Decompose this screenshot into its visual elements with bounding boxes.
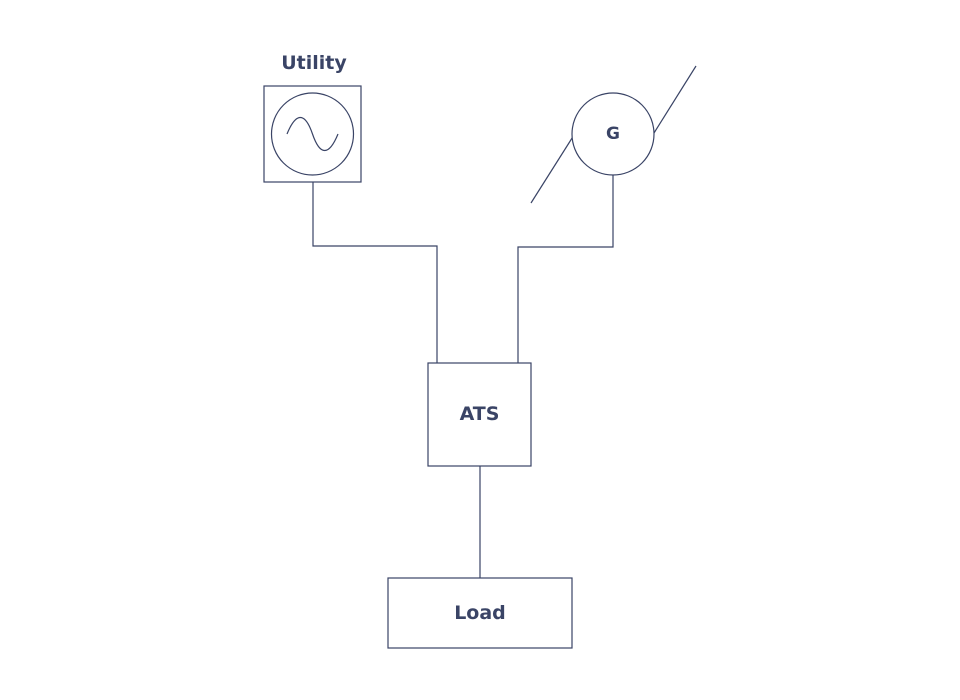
utility-label: Utility	[281, 52, 347, 74]
utility-source-icon	[263, 85, 362, 183]
generator-lead-right	[653, 65, 697, 134]
sine-wave-icon	[286, 116, 339, 152]
ats-label: ATS	[460, 403, 500, 425]
generator-label: G	[606, 124, 620, 144]
load-block: Load	[387, 577, 573, 649]
generator-lead-left	[530, 134, 575, 204]
load-label: Load	[454, 602, 506, 624]
load-box	[387, 577, 573, 649]
ats-box	[427, 362, 532, 467]
generator-to-ats-wire	[517, 175, 614, 363]
generator-icon: G	[530, 65, 697, 204]
utility-to-ats-wire	[312, 182, 438, 363]
ats-block: ATS	[427, 362, 532, 467]
utility-source-circle	[270, 92, 355, 176]
